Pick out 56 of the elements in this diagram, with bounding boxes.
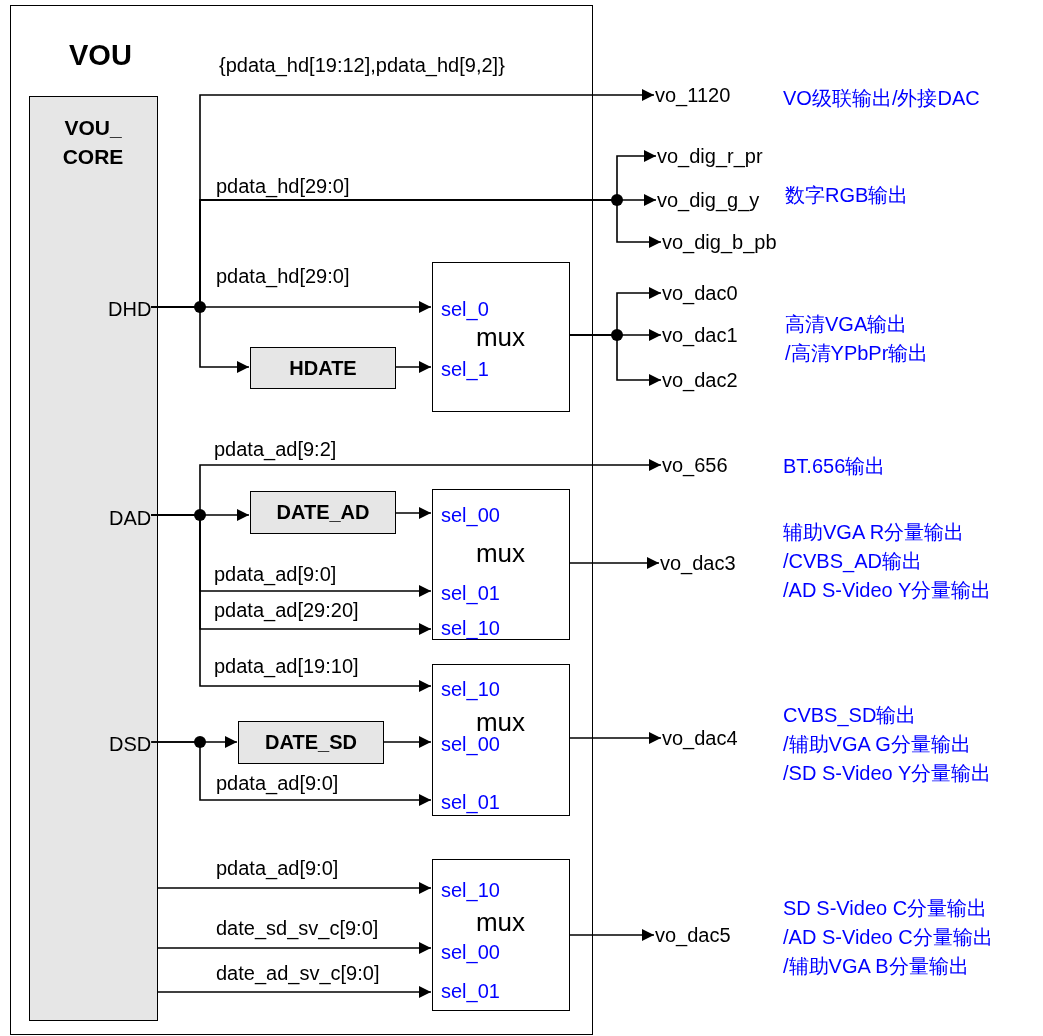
signal-label: vo_dac4 [662, 726, 738, 750]
arrow [383, 736, 432, 748]
mux-box [432, 262, 570, 412]
input-label: sel_01 [441, 790, 500, 814]
signal-label: vo_dac5 [655, 923, 731, 947]
signal-label: vo_656 [662, 453, 728, 477]
signal-label: vo_dac1 [662, 323, 738, 347]
process-box: DATE_AD [250, 491, 396, 534]
port-label: DAD [109, 506, 152, 530]
module-title: VOU [69, 38, 132, 72]
arrow [569, 929, 655, 941]
port-label: DHD [108, 297, 152, 321]
note-text: 数字RGB输出 [785, 183, 909, 208]
input-label: sel_01 [441, 979, 500, 1003]
arrow [569, 557, 660, 569]
input-label: sel_0 [441, 297, 489, 321]
note-text: CVBS_SD输出 /辅助VGA G分量输出 /SD S-Video Y分量输出 [783, 703, 992, 786]
input-label: sel_1 [441, 357, 489, 381]
input-label: sel_10 [441, 677, 500, 701]
note-text: BT.656输出 [783, 454, 886, 479]
port-label: DSD [109, 732, 152, 756]
arrow [569, 334, 662, 386]
signal-label: vo_dig_r_pr [657, 144, 763, 168]
signal-label: vo_dac0 [662, 281, 738, 305]
input-label: sel_10 [441, 878, 500, 902]
signal-label: vo_dig_b_pb [662, 230, 777, 254]
input-label: sel_00 [441, 940, 500, 964]
arrow [150, 741, 432, 806]
signal-label: vo_dac3 [660, 551, 736, 575]
note-text: SD S-Video C分量输出 /AD S-Video C分量输出 /辅助VGA B分量输出 [783, 896, 993, 979]
arrow [157, 882, 432, 894]
note-text: 高清VGA输出 /高清YPbPr输出 [785, 312, 929, 366]
input-label: sel_00 [441, 503, 500, 527]
process-box: HDATE [250, 347, 396, 389]
arrow [395, 507, 432, 519]
mux-label: mux [474, 322, 527, 352]
arrow [157, 986, 432, 998]
mux-box [432, 664, 570, 816]
input-label: sel_10 [441, 616, 500, 640]
mux-box [432, 859, 570, 1011]
arrow [157, 942, 432, 954]
mux-box [432, 489, 570, 640]
mux-label: mux [474, 907, 527, 937]
arrow [569, 732, 662, 744]
arrow [395, 361, 432, 373]
input-label: sel_01 [441, 581, 500, 605]
signal-label: vo_1120 [655, 83, 731, 107]
signal-label: vo_dig_g_y [657, 188, 760, 212]
core-box [29, 96, 158, 1021]
note-text: 辅助VGA R分量输出 /CVBS_AD输出 /AD S-Video Y分量输出 [783, 520, 992, 603]
signal-label: vo_dac2 [662, 368, 738, 392]
module-box [10, 5, 593, 1035]
process-box: DATE_SD [238, 721, 384, 764]
core-title: VOU_ CORE [61, 115, 125, 170]
note-text: VO级联输出/外接DAC [783, 86, 980, 111]
mux-label: mux [474, 538, 527, 568]
